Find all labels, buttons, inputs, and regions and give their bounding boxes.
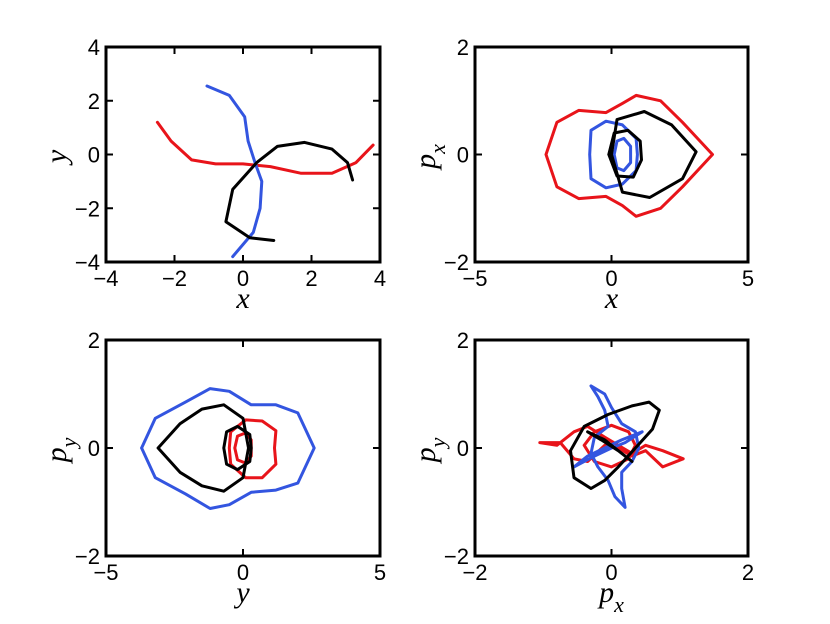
series-line-black-5	[222, 424, 253, 472]
x-tick-label: 0	[605, 560, 617, 585]
x-axis-label: y	[233, 576, 250, 609]
x-tick-label: 2	[305, 266, 317, 291]
x-tick-label: 2	[742, 560, 754, 585]
x-tick-label: −5	[462, 266, 487, 291]
x-tick-label: 5	[374, 560, 386, 585]
panel-3: −5 0 5 −2 0 2 y py	[40, 328, 386, 609]
y-axis-label: py	[40, 437, 81, 464]
x-axis-label: x	[604, 282, 619, 315]
x-tick-label: −5	[93, 560, 118, 585]
series-line-blue-4	[572, 430, 644, 469]
series-line-black-4	[156, 403, 250, 493]
y-tick-label: 4	[88, 35, 100, 60]
axes-box	[104, 338, 382, 558]
y-axis-label: y	[40, 149, 73, 166]
series-line-blue-3	[612, 136, 633, 173]
x-axis-label: x	[235, 282, 250, 315]
y-tick-label: 2	[88, 328, 100, 353]
x-tick-label: −4	[93, 266, 118, 291]
x-tick-label: 0	[237, 560, 249, 585]
series-line-red-2	[227, 418, 278, 480]
x-tick-label: 5	[742, 266, 754, 291]
series-line-black-6	[586, 430, 634, 463]
series-line-red-1	[155, 120, 375, 175]
y-tick-label: −2	[444, 544, 469, 569]
x-tick-label: −2	[462, 560, 487, 585]
y-tick-label: −2	[75, 196, 100, 221]
x-tick-label: −2	[162, 266, 187, 291]
y-tick-label: 2	[457, 328, 469, 353]
y-tick-label: −4	[75, 250, 100, 275]
series-line-red-1	[538, 424, 685, 469]
y-tick-label: 2	[88, 89, 100, 114]
series-line-black-5	[607, 128, 643, 179]
series-line-red-2	[582, 423, 637, 469]
series-line-black-4	[610, 110, 698, 199]
panel-2: −5 0 5 −2 0 2 x px	[409, 35, 754, 315]
y-tick-label: 2	[457, 35, 469, 60]
panel-4: −2 0 2 −2 0 2 px py	[409, 328, 754, 617]
series-line-blue-3	[589, 384, 641, 509]
series-line-black-3	[224, 140, 355, 242]
series-line-black-5	[569, 400, 661, 490]
y-tick-label: 0	[457, 143, 469, 168]
x-tick-label: 0	[605, 266, 617, 291]
panel-1: −4 −2 0 2 4 −4 −2 0 2 4 x y	[40, 35, 386, 315]
y-axis-label: px	[409, 144, 450, 171]
x-axis-label: px	[597, 576, 624, 617]
series-line-blue-2	[205, 84, 264, 259]
y-tick-label: −2	[444, 250, 469, 275]
series-line-blue-1	[140, 387, 316, 510]
y-tick-label: −2	[75, 544, 100, 569]
y-tick-label: 0	[88, 436, 100, 461]
y-axis-label: py	[409, 437, 450, 464]
y-tick-label: 0	[457, 436, 469, 461]
x-tick-label: 0	[237, 266, 249, 291]
series-line-red-1	[544, 93, 714, 218]
x-tick-label: 4	[374, 266, 386, 291]
y-tick-label: 0	[88, 143, 100, 168]
series-line-blue-2	[588, 119, 639, 190]
